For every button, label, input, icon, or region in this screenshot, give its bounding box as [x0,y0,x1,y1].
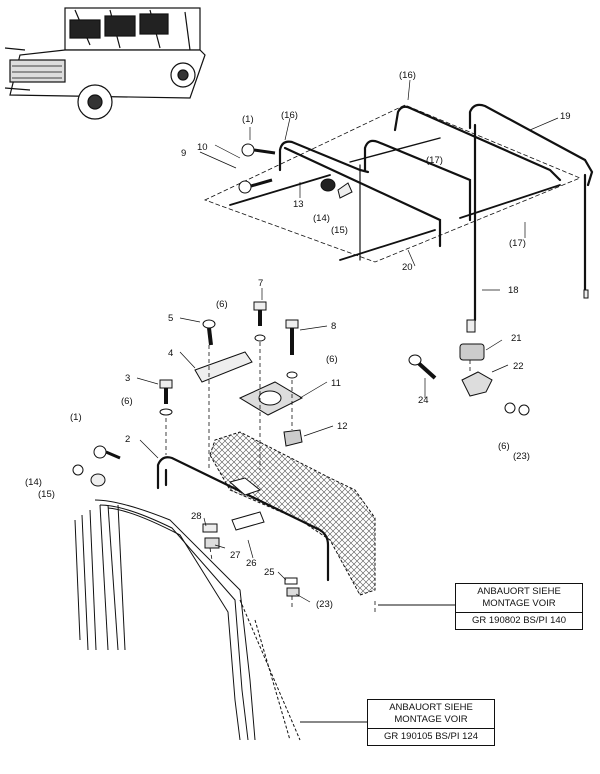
bracket-21-22-24 [408,343,530,416]
part-label: 8 [331,321,336,332]
reference-code: GR 190802 BS/PI 140 [471,615,566,626]
lower-roll-bar [156,456,330,582]
part-label: (6) [216,299,228,310]
lower-fasteners [202,523,300,597]
upper-fasteners [238,143,589,333]
reference-box-lower: ANBAUORT SIEHE MONTAGE VOIR GR 190105 BS… [367,699,495,746]
reference-leaders [300,604,455,723]
part-label: 4 [168,348,173,359]
reference-title-fr: MONTAGE VOIR [368,714,494,729]
part-label: 10 [197,142,208,153]
part-label: 3 [125,373,130,384]
part-label: (1) [70,412,82,423]
part-label: (15) [38,489,55,500]
part-label: 24 [418,395,429,406]
part-label: (16) [399,70,416,81]
part-label: 19 [560,111,571,122]
part-label: 13 [293,199,304,210]
part-labels: (1) (1) 2 3 4 5 (6) (6) (6) (6) 7 8 9 10… [25,70,571,610]
upper-roof-frame [203,103,594,322]
part-label: 25 [264,567,275,578]
part-label: 5 [168,313,173,324]
part-label: (1) [242,114,254,125]
part-label: 11 [331,378,341,389]
reference-title: ANBAUORT SIEHE [389,702,473,713]
part-label: 22 [513,361,524,372]
part-label: (6) [498,441,510,452]
part-label: 26 [246,558,257,569]
assembly-leaders [165,342,471,612]
part-label: (14) [25,477,42,488]
part-label: 18 [508,285,519,296]
part-label: 28 [191,511,202,522]
part-label: (23) [316,599,333,610]
part-label: 12 [337,421,348,432]
part-label: 21 [511,333,522,344]
part-label: 27 [230,550,241,561]
part-label: 2 [125,434,130,445]
reference-code: GR 190105 BS/PI 124 [383,731,478,742]
vehicle-illustration [4,7,206,120]
reference-title: ANBAUORT SIEHE [477,586,561,597]
part-label: (16) [281,110,298,121]
part-label: (15) [331,225,348,236]
callout-leaders [136,79,559,603]
cab-mesh-outline [209,431,376,596]
part-label: 9 [181,148,186,159]
part-label: (17) [509,238,526,249]
part-label: 7 [258,278,263,289]
part-label: (14) [313,213,330,224]
part-label: (6) [121,396,133,407]
part-label: 20 [402,262,413,273]
part-label: (23) [513,451,530,462]
reference-title-fr: MONTAGE VOIR [456,598,582,613]
side-frame [74,499,301,741]
part-label: (17) [426,155,443,166]
part-label: (6) [326,354,338,365]
reference-box-upper: ANBAUORT SIEHE MONTAGE VOIR GR 190802 BS… [455,583,583,630]
